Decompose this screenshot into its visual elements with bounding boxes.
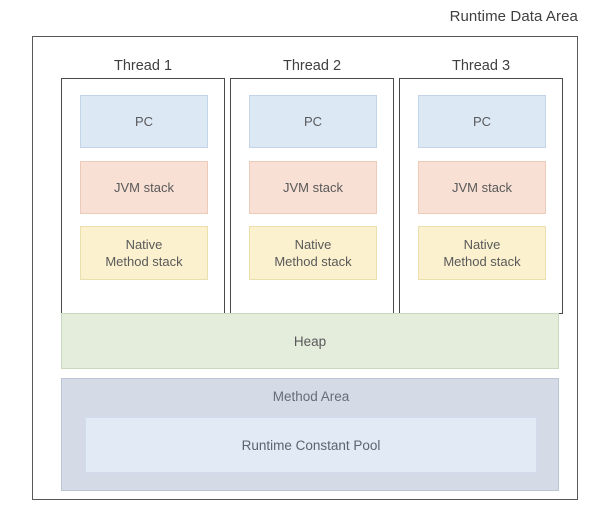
native-method-stack-line2-2: Method stack bbox=[274, 254, 352, 269]
thread-box-3: PC JVM stack Native Method stack bbox=[399, 78, 563, 314]
threads-row: Thread 1 PC JVM stack Native Method stac… bbox=[61, 56, 563, 314]
jvm-stack-box-1: JVM stack bbox=[80, 161, 208, 214]
thread-label-1: Thread 1 bbox=[113, 58, 173, 74]
native-method-stack-box-2: Native Method stack bbox=[249, 226, 377, 280]
thread-column-2: Thread 2 PC JVM stack Native Method stac… bbox=[230, 56, 394, 314]
method-area-label: Method Area bbox=[272, 389, 350, 404]
thread-box-2: PC JVM stack Native Method stack bbox=[230, 78, 394, 314]
thread-column-3: Thread 3 PC JVM stack Native Method stac… bbox=[399, 56, 563, 314]
native-method-stack-line1-1: Native bbox=[125, 237, 163, 252]
heap-box: Heap bbox=[61, 313, 559, 369]
pc-register-box-3: PC bbox=[418, 95, 546, 148]
native-method-stack-line1-2: Native bbox=[294, 237, 332, 252]
diagram-title: Runtime Data Area bbox=[449, 8, 578, 25]
pc-register-box-2: PC bbox=[249, 95, 377, 148]
native-method-stack-box-3: Native Method stack bbox=[418, 226, 546, 280]
runtime-data-area-frame: Thread 1 PC JVM stack Native Method stac… bbox=[32, 36, 578, 500]
native-method-stack-line1-3: Native bbox=[463, 237, 501, 252]
thread-label-3: Thread 3 bbox=[451, 58, 511, 74]
method-area-box: Method Area Runtime Constant Pool bbox=[61, 378, 559, 491]
thread-column-1: Thread 1 PC JVM stack Native Method stac… bbox=[61, 56, 225, 314]
jvm-stack-box-3: JVM stack bbox=[418, 161, 546, 214]
native-method-stack-line2-1: Method stack bbox=[105, 254, 183, 269]
native-method-stack-line2-3: Method stack bbox=[443, 254, 521, 269]
native-method-stack-box-1: Native Method stack bbox=[80, 226, 208, 280]
jvm-stack-box-2: JVM stack bbox=[249, 161, 377, 214]
runtime-constant-pool-box: Runtime Constant Pool bbox=[85, 417, 537, 473]
thread-box-1: PC JVM stack Native Method stack bbox=[61, 78, 225, 314]
thread-label-2: Thread 2 bbox=[282, 58, 342, 74]
pc-register-box-1: PC bbox=[80, 95, 208, 148]
